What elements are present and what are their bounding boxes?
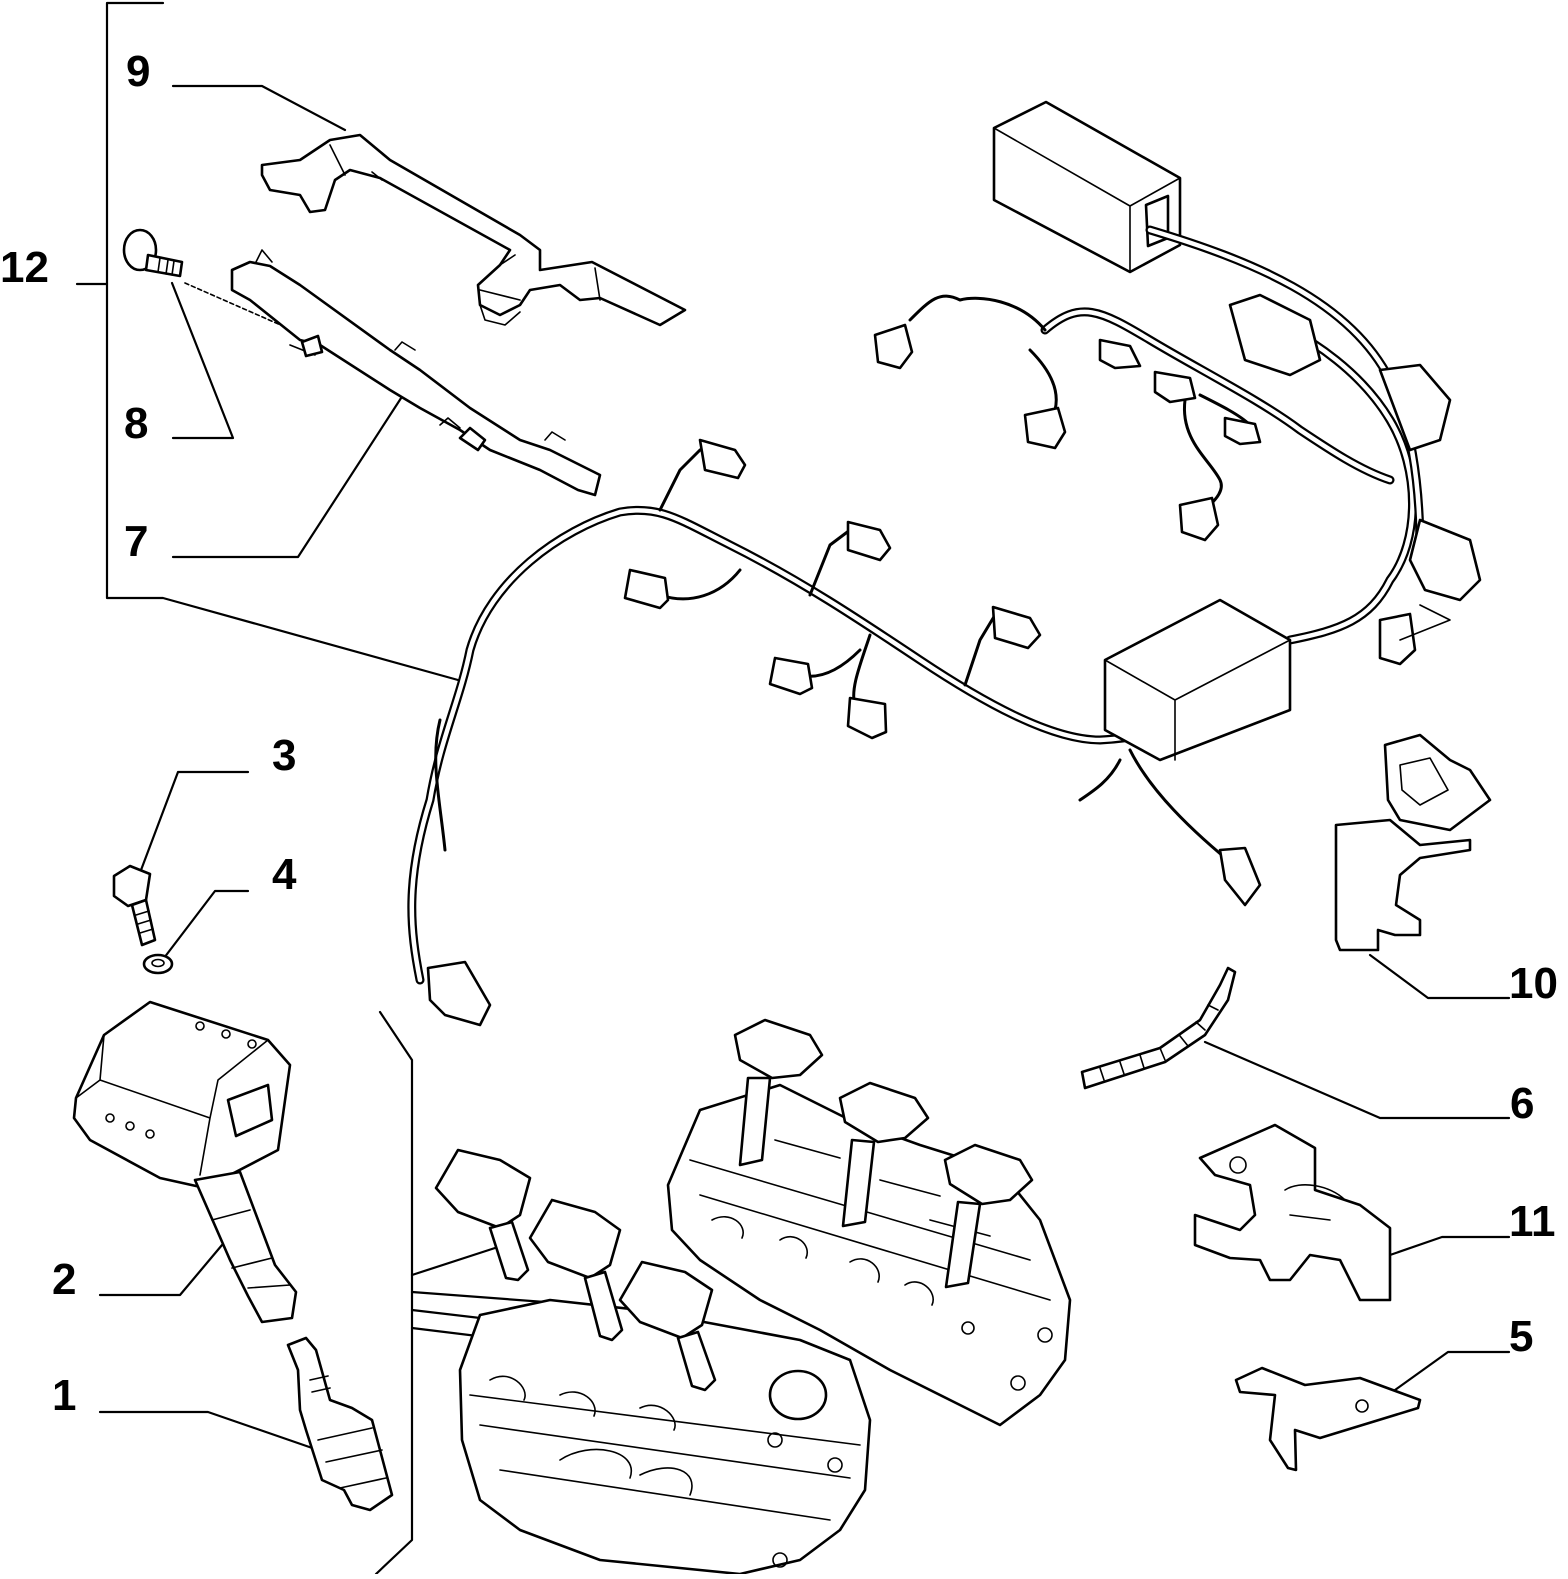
leader-8-dash bbox=[184, 282, 293, 331]
leader-4 bbox=[162, 889, 250, 960]
leader-8 bbox=[170, 281, 235, 440]
part-6-cable-tie bbox=[1080, 966, 1237, 1090]
part-9-rail bbox=[260, 133, 687, 327]
part-7-rail bbox=[230, 249, 602, 497]
callout-10: 10 bbox=[1509, 959, 1558, 1008]
part-3-bolt bbox=[112, 864, 157, 947]
part-8-bolt bbox=[122, 228, 184, 278]
leader-9 bbox=[171, 84, 347, 132]
part-5-bracket bbox=[1234, 1366, 1422, 1472]
callout-12: 12 bbox=[0, 243, 49, 292]
callout-11: 11 bbox=[1509, 1197, 1556, 1246]
leader-10 bbox=[1368, 953, 1511, 1000]
leader-5 bbox=[1393, 1350, 1511, 1392]
leader-12-bracket bbox=[105, 1, 460, 682]
callout-2: 2 bbox=[52, 1255, 77, 1304]
leader-fan-1 bbox=[410, 1246, 497, 1277]
engine-heads-assembly bbox=[434, 1018, 1072, 1576]
part-11-clip bbox=[1193, 1123, 1392, 1302]
callout-9: 9 bbox=[126, 47, 151, 96]
callout-8: 8 bbox=[124, 399, 149, 448]
callout-1: 1 bbox=[52, 1371, 77, 1420]
part-12-harness bbox=[407, 100, 1482, 1027]
leader-1 bbox=[98, 1410, 320, 1452]
leader-3 bbox=[133, 770, 250, 888]
part-1-spark-plug bbox=[286, 1336, 394, 1512]
callout-3: 3 bbox=[272, 731, 297, 780]
part-10-bracket bbox=[1334, 733, 1492, 952]
leader-2 bbox=[98, 1243, 224, 1297]
part-2-ignition-coil bbox=[72, 1000, 298, 1324]
leader-7 bbox=[171, 390, 407, 559]
leader-6 bbox=[1203, 1040, 1511, 1120]
leader-engine-bracket bbox=[374, 1010, 414, 1576]
part-4-washer bbox=[142, 953, 174, 975]
callout-4: 4 bbox=[272, 850, 297, 899]
leader-11 bbox=[1388, 1235, 1511, 1257]
callout-6: 6 bbox=[1510, 1079, 1535, 1128]
callout-7: 7 bbox=[124, 517, 149, 566]
callout-5: 5 bbox=[1509, 1312, 1534, 1361]
